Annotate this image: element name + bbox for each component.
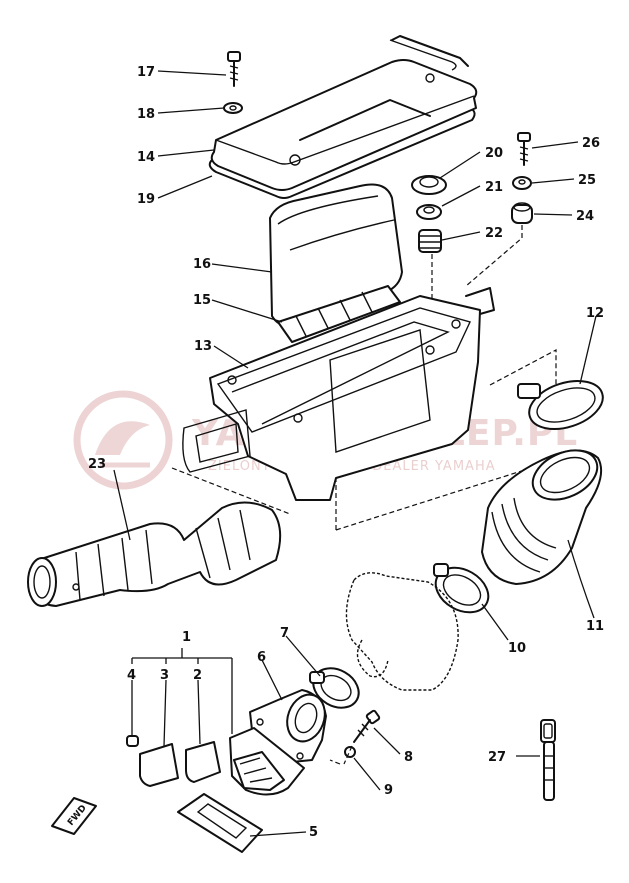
part-20-grommet <box>411 175 447 195</box>
label-23: 23 <box>88 457 106 472</box>
part-10-clamp <box>433 563 490 614</box>
part-4-pin <box>126 735 139 747</box>
label-24: 24 <box>576 209 594 224</box>
part-27-strap <box>540 719 556 801</box>
part-18-washer <box>223 102 243 114</box>
label-26: 26 <box>582 136 600 151</box>
part-11-elbow <box>481 449 602 585</box>
label-15: 15 <box>193 293 211 308</box>
part-reed-valve-block <box>229 727 305 796</box>
label-1: 1 <box>182 630 191 645</box>
label-16: 16 <box>193 257 211 272</box>
part-13-airbox <box>182 287 495 501</box>
leader-lines <box>113 70 597 837</box>
part-26-screw <box>517 132 531 166</box>
label-2: 2 <box>193 668 202 683</box>
guide-line-fastener <box>329 745 353 765</box>
label-3: 3 <box>160 668 169 683</box>
label-7: 7 <box>280 626 289 641</box>
label-11: 11 <box>586 619 604 634</box>
watermark-logo-icon <box>73 390 173 490</box>
part-6-manifold <box>249 689 327 763</box>
label-4: 4 <box>127 668 136 683</box>
label-8: 8 <box>404 750 413 765</box>
part-24-grommet <box>511 202 533 224</box>
label-5: 5 <box>309 825 318 840</box>
label-19: 19 <box>137 192 155 207</box>
guide-line-middle <box>171 349 557 531</box>
label-17: 17 <box>137 65 155 80</box>
label-22: 22 <box>485 226 503 241</box>
part-23-intake-duct <box>27 501 282 607</box>
carburetor-outline <box>345 572 459 691</box>
part-22-damper <box>418 229 442 253</box>
part-25-washer <box>512 176 532 190</box>
label-12: 12 <box>586 306 604 321</box>
part-8-screw <box>353 709 381 743</box>
part-21-collar <box>416 204 442 220</box>
part-5-gasket <box>177 793 263 853</box>
label-13: 13 <box>194 339 212 354</box>
part-3-reed <box>139 743 179 787</box>
part-7-clamp <box>309 667 360 709</box>
part-15-grid <box>277 285 401 343</box>
label-20: 20 <box>485 146 503 161</box>
part-number-labels: 1 2 3 4 5 6 7 8 9 10 11 12 13 14 15 16 1… <box>88 65 604 840</box>
fwd-direction-tag: FWD <box>51 797 97 835</box>
label-14: 14 <box>137 150 155 165</box>
label-9: 9 <box>384 783 393 798</box>
label-21: 21 <box>485 180 503 195</box>
label-27: 27 <box>488 750 506 765</box>
part-17-bolt <box>227 51 241 87</box>
part-9-washer <box>344 746 356 758</box>
label-18: 18 <box>137 107 155 122</box>
part-2-stopper <box>185 741 221 783</box>
label-10: 10 <box>508 641 526 656</box>
part-12-clamp <box>517 380 604 430</box>
label-25: 25 <box>578 173 596 188</box>
part-14-cover <box>210 35 478 191</box>
label-6: 6 <box>257 650 266 665</box>
